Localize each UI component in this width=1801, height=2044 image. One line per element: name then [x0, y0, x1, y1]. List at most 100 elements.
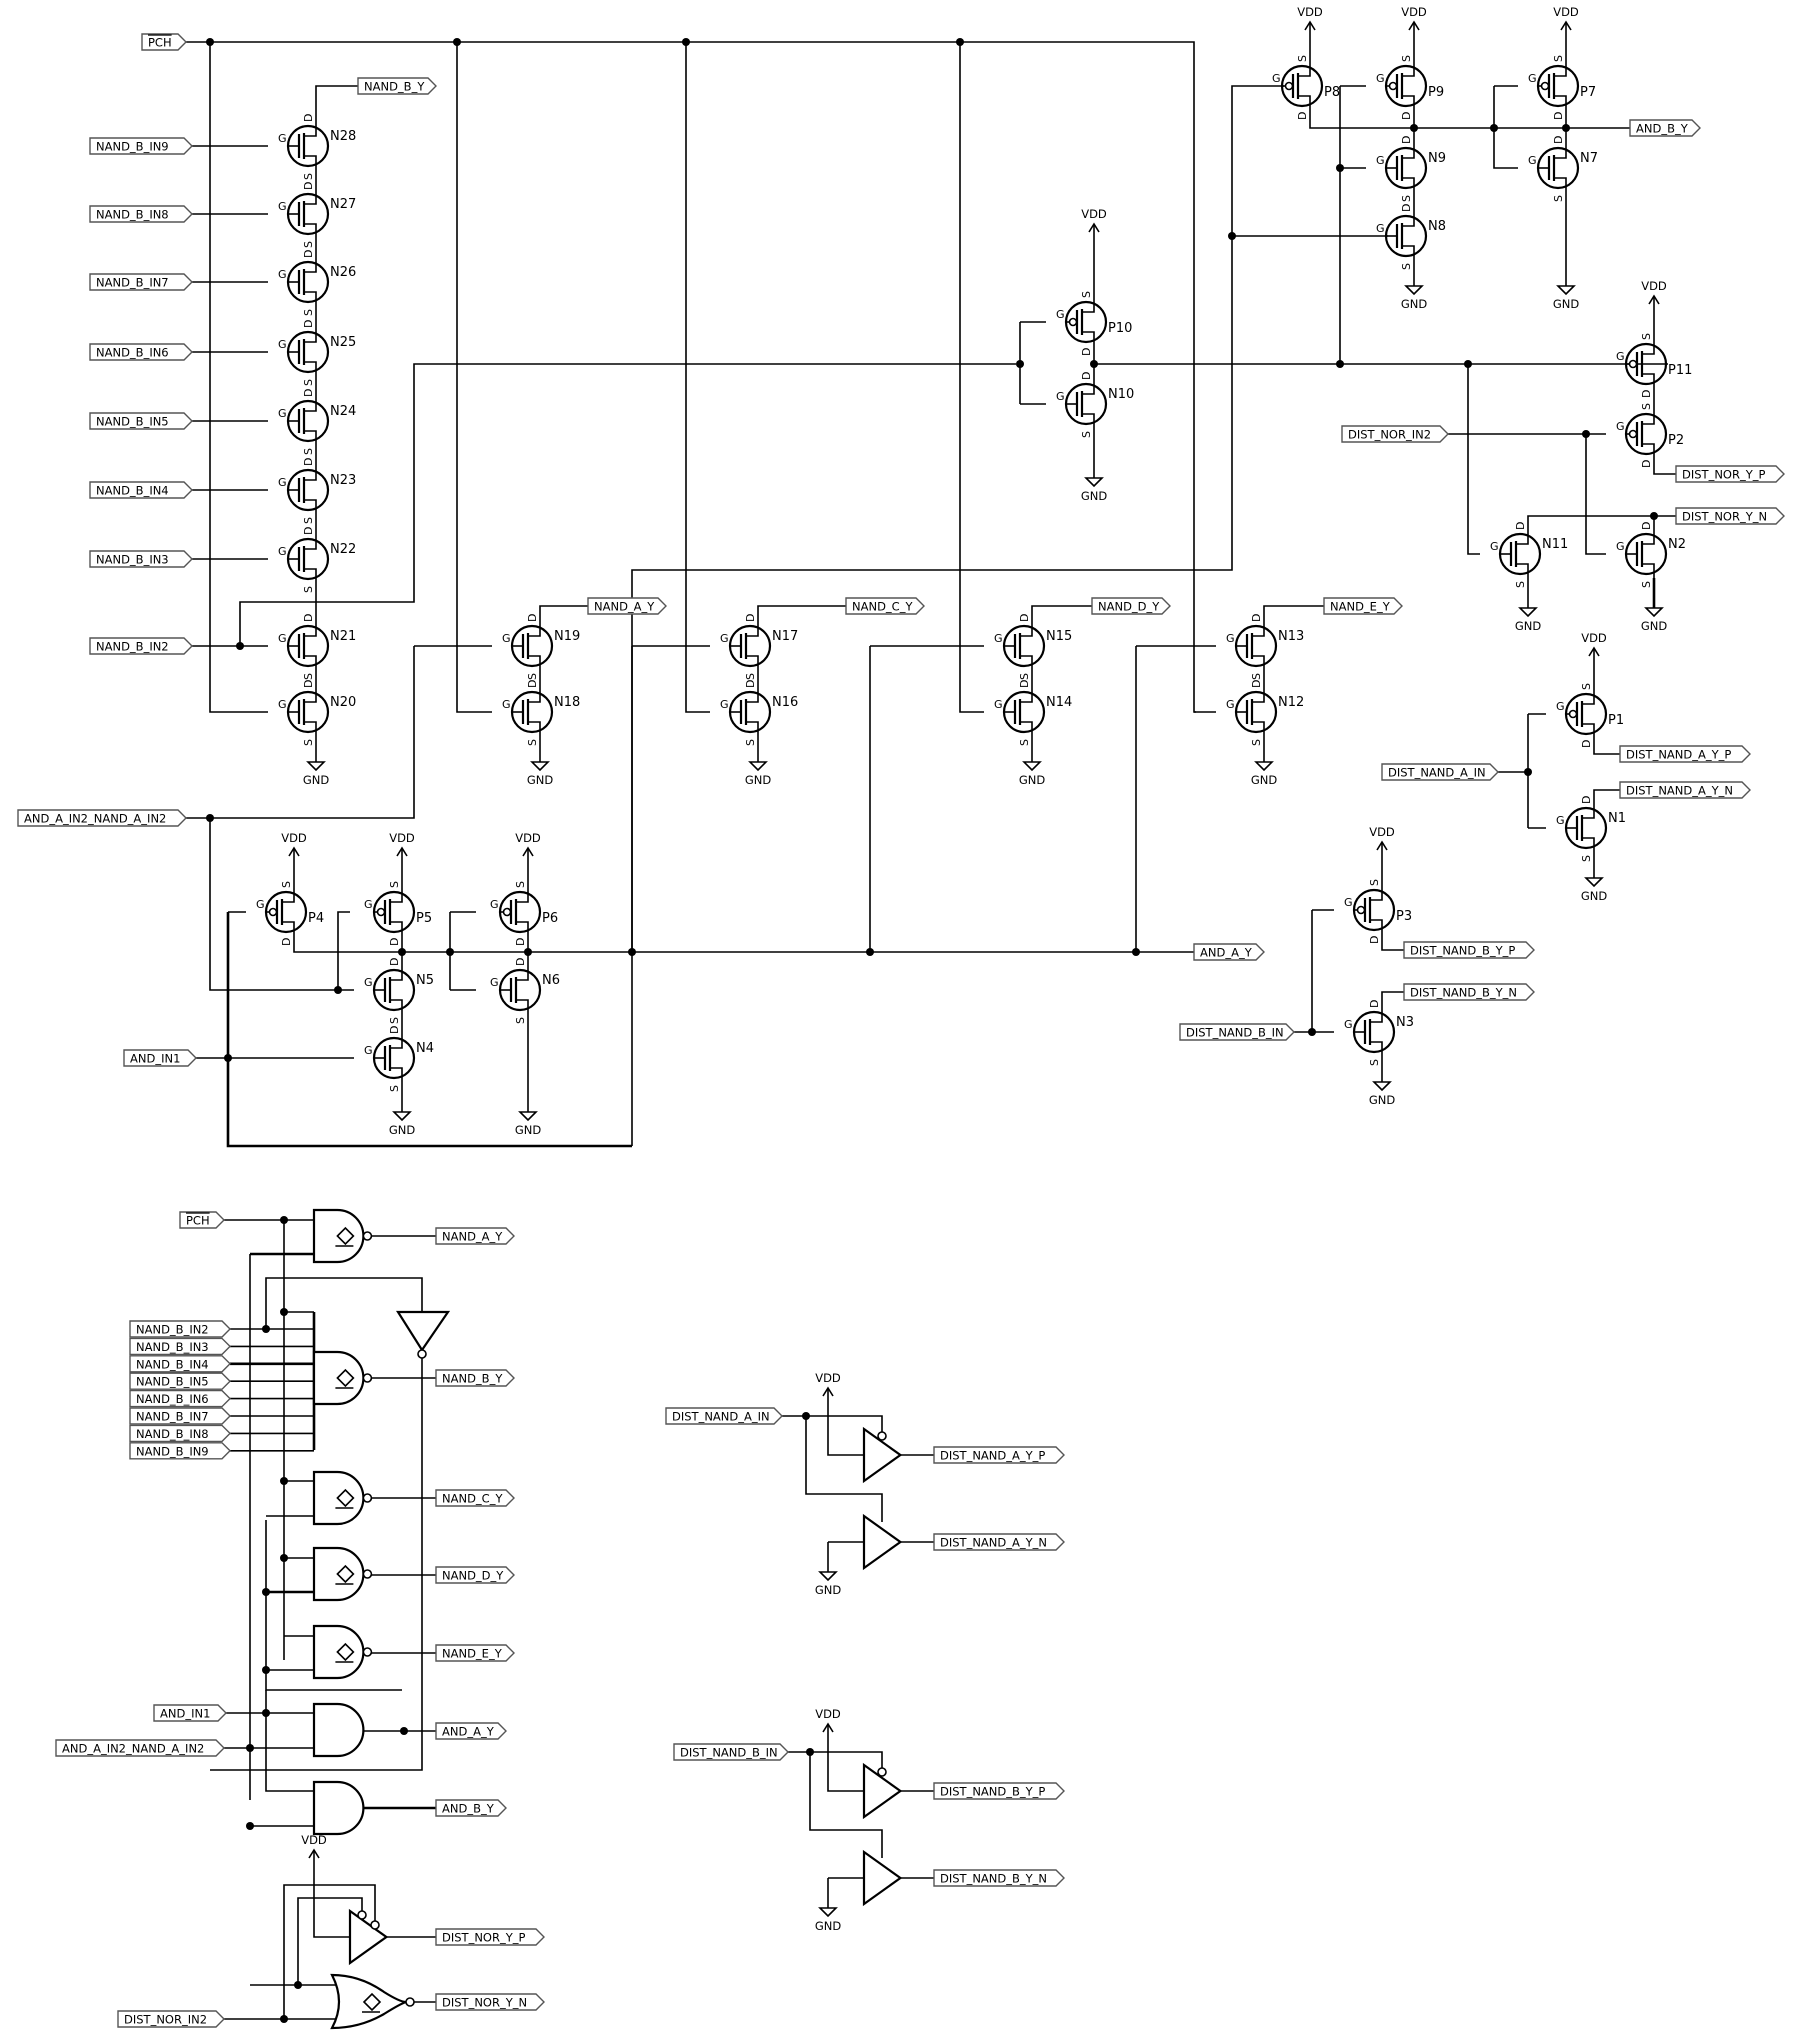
gnd-symbol: GND [527, 761, 553, 787]
pin-top: D [514, 958, 527, 966]
tristate-buffer-nand-b-n [862, 1849, 903, 1907]
bottom-terminal [390, 999, 403, 1014]
vdd-label: VDD [1401, 5, 1427, 19]
net-label-and-a-in2-nand-a-in2-top: AND_A_IN2_NAND_A_IN2 [17, 809, 187, 827]
pin-top: D [1400, 204, 1413, 212]
transistor-ref: N23 [330, 473, 356, 488]
gnd-symbol: GND [1641, 607, 1667, 633]
bottom-terminal [528, 721, 541, 736]
pin-g: G [490, 976, 499, 989]
top-terminal [1402, 212, 1415, 227]
gnd-symbol: GND [1553, 285, 1579, 311]
net-label-box [55, 1739, 225, 1757]
pin-top: D [1552, 136, 1565, 144]
net-label-nand-b-in8: NAND_B_IN8 [89, 205, 193, 223]
top-terminal [1402, 144, 1415, 159]
wire [1585, 434, 1606, 555]
pin-top: S [1640, 403, 1653, 410]
net-label-nand-b-in8-gate: NAND_B_IN8 [129, 1424, 231, 1443]
net-label-text: NAND_B_IN4 [96, 484, 169, 498]
pin-g: G [278, 407, 287, 420]
pin-top: D [388, 1026, 401, 1034]
net-label-text: AND_IN1 [130, 1052, 180, 1066]
pin-g: G [1226, 632, 1235, 645]
net-label-text: NAND_B_IN5 [96, 415, 169, 429]
net-label-nand-b-y-gate: NAND_B_Y [435, 1369, 515, 1387]
gnd-triangle-icon [1372, 1081, 1392, 1092]
pin-bottom: S [1080, 431, 1093, 438]
net-label-nand-b-in7-gate: NAND_B_IN7 [129, 1407, 231, 1425]
transistor-ref: N10 [1108, 387, 1134, 402]
net-label-nand-b-y-top: NAND_B_Y [357, 77, 437, 95]
vdd-arrow-icon [1560, 20, 1572, 31]
gnd-label: GND [815, 1583, 842, 1597]
pin-bottom: D [1080, 348, 1093, 356]
nand-gate-e [312, 1624, 373, 1680]
bottom-terminal [304, 721, 317, 736]
pin-g: G [1344, 896, 1353, 909]
pin-top: D [1018, 680, 1031, 688]
net-label-text: AND_B_Y [1636, 122, 1689, 136]
pin-g: G [1528, 154, 1537, 167]
vdd-symbol: VDD [1401, 5, 1427, 50]
pin-top: D [302, 614, 315, 622]
gnd-label: GND [1515, 619, 1542, 633]
net-label-text: AND_IN1 [160, 1707, 210, 1721]
pin-bottom: S [302, 586, 315, 593]
pmos-bubble-icon [1628, 429, 1638, 439]
transistor-ref: N15 [1046, 629, 1072, 644]
net-label-dist-nand-b-in-top: DIST_NAND_B_IN [1179, 1023, 1295, 1041]
net-label-box [179, 1211, 225, 1229]
net-label-and-b-y-gate: AND_B_Y [435, 1799, 507, 1817]
gnd-triangle-icon [1084, 477, 1104, 488]
pin-top: S [280, 881, 293, 888]
net-label-box [1629, 119, 1701, 137]
vdd-label: VDD [515, 831, 541, 845]
net-label-text: DIST_NAND_A_Y_N [1626, 784, 1733, 798]
net-label-dist-nor-y-p-top: DIST_NOR_Y_P [1675, 465, 1785, 483]
net-label-box [153, 1704, 227, 1722]
pin-bottom: D [1580, 740, 1593, 748]
pin-top: D [302, 320, 315, 328]
net-label-box [129, 1389, 231, 1408]
pin-bottom: S [514, 1017, 527, 1024]
top-terminal [516, 888, 529, 903]
pin-g: G [1490, 540, 1499, 553]
bottom-terminal [1252, 655, 1265, 670]
wire [1381, 934, 1404, 951]
gnd-label: GND [1581, 889, 1608, 903]
vdd-label: VDD [281, 831, 307, 845]
net-label-text: NAND_B_IN9 [96, 140, 169, 154]
net-label-and-in1-gate: AND_IN1 [153, 1704, 227, 1722]
net-label-nand-b-in3: NAND_B_IN3 [89, 550, 193, 568]
wire [809, 1752, 883, 1858]
net-label-text: NAND_B_IN7 [96, 276, 169, 290]
net-label-text: NAND_B_IN6 [136, 1392, 209, 1406]
pin-bottom: D [280, 938, 293, 946]
net-label-text: NAND_D_Y [1098, 600, 1160, 614]
pin-bottom: S [302, 379, 315, 386]
net-label-box [1193, 943, 1265, 961]
nand-gate-b [312, 1350, 373, 1406]
top-terminal [1516, 530, 1529, 545]
vdd-arrow-icon [522, 846, 534, 857]
pmos-bubble-icon [1540, 81, 1550, 91]
pin-bottom: D [1368, 936, 1381, 944]
vdd-label: VDD [1369, 825, 1395, 839]
transistor-ref: N17 [772, 629, 798, 644]
top-terminal [1020, 688, 1033, 703]
net-label-nand-d-y-gate: NAND_D_Y [435, 1566, 515, 1584]
pin-bottom: S [1400, 263, 1413, 270]
net-label-dist-nand-b-in-gate: DIST_NAND_B_IN [673, 1743, 789, 1761]
inversion-bubble-icon [405, 1997, 415, 2007]
net-label-box [435, 1644, 515, 1662]
vdd-arrow-icon [308, 1848, 320, 1859]
pin-g: G [1528, 72, 1537, 85]
